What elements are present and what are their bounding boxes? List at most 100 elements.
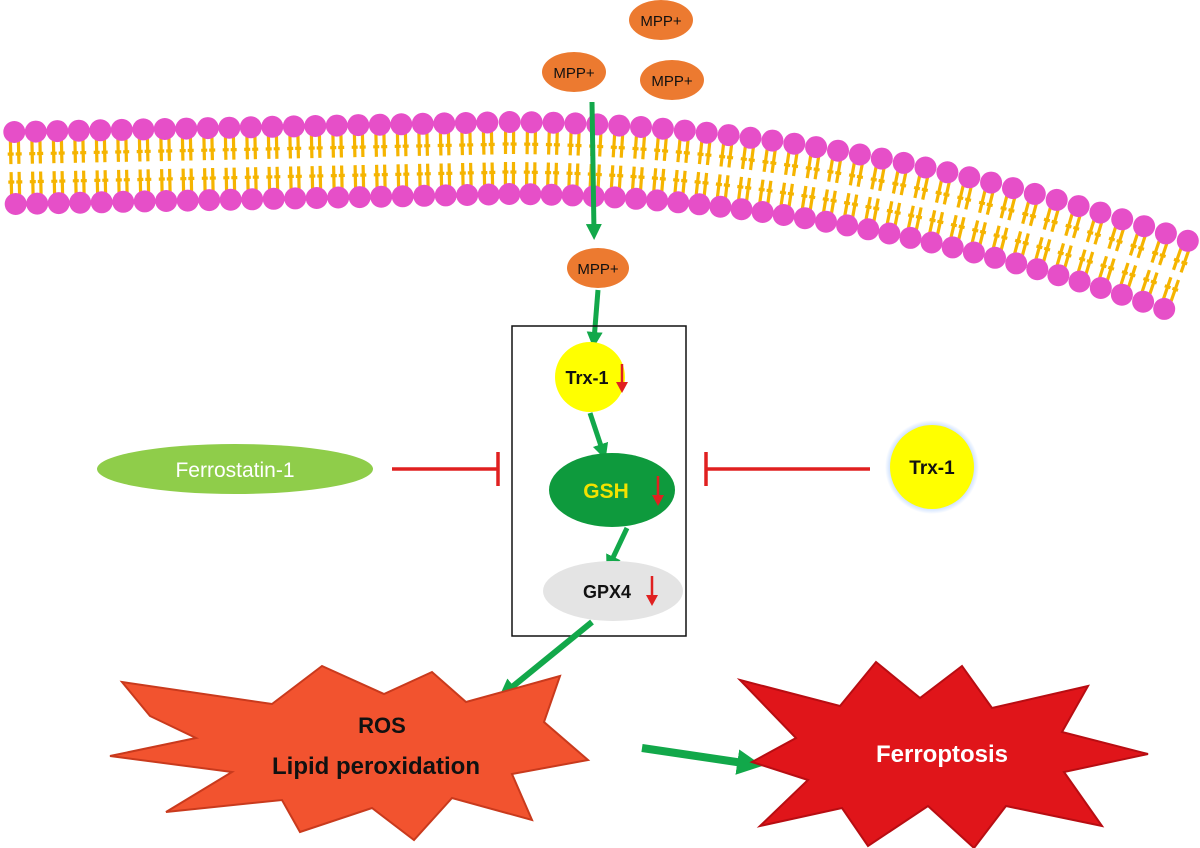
lipid-tail bbox=[403, 132, 408, 157]
lipid-tail bbox=[288, 134, 292, 159]
lipid-tail bbox=[1050, 208, 1060, 233]
lipid-head-inner bbox=[47, 192, 70, 215]
lipid-tail bbox=[461, 162, 465, 188]
lipid-tail-kink bbox=[1121, 270, 1129, 276]
lipid-head-outer bbox=[368, 113, 391, 136]
lipid-head-outer bbox=[1067, 195, 1090, 218]
lipid-tail bbox=[331, 133, 335, 158]
lipid-head-inner bbox=[646, 189, 669, 212]
lipid-head-inner bbox=[815, 210, 837, 233]
lipid-head-outer bbox=[783, 132, 806, 155]
lipid-head-inner bbox=[477, 183, 500, 206]
lipid-tail bbox=[481, 130, 486, 155]
lipid-tail bbox=[978, 189, 987, 214]
lipid-tail bbox=[383, 164, 387, 189]
lipid-head-outer bbox=[218, 116, 241, 139]
lipid-tail bbox=[145, 137, 150, 162]
lipid-tail bbox=[1147, 272, 1159, 296]
lipid-tail bbox=[1062, 245, 1073, 270]
gsh-decrease-arrow-icon bbox=[652, 476, 664, 506]
lipid-tail bbox=[159, 137, 163, 162]
trx1-node: Trx-1 bbox=[555, 342, 628, 412]
lipid-tail-kink bbox=[801, 193, 808, 198]
lipid-tail bbox=[906, 205, 915, 230]
gpx4-decrease-arrow-icon bbox=[646, 576, 658, 606]
lipid-head-outer bbox=[848, 143, 871, 166]
lipid-tail bbox=[770, 148, 777, 174]
lipid-head-inner bbox=[1089, 277, 1112, 299]
lipid-tail-kink bbox=[737, 184, 744, 189]
lipid-tail bbox=[999, 227, 1009, 252]
lipid-tail bbox=[829, 190, 837, 215]
lipid-head-outer bbox=[325, 114, 348, 137]
lipid-tail bbox=[17, 171, 22, 196]
lipid-head-outer bbox=[239, 116, 262, 139]
lipid-head-inner bbox=[984, 246, 1006, 269]
lipid-tail-kink bbox=[766, 188, 773, 193]
lipid-tail bbox=[203, 168, 207, 193]
cell-membrane bbox=[3, 111, 1199, 320]
lipid-tail bbox=[417, 131, 421, 156]
lipid-head-outer bbox=[196, 117, 219, 140]
lipid-tail bbox=[1085, 218, 1096, 243]
lipid-tail bbox=[254, 167, 258, 192]
lipid-tail bbox=[60, 171, 65, 196]
lipid-tail bbox=[1169, 279, 1181, 304]
lipid-peroxidation-label: Lipid peroxidation bbox=[272, 753, 480, 780]
lipid-head-inner bbox=[751, 201, 774, 223]
lipid-tail-kink bbox=[1043, 246, 1051, 252]
lipid-tail bbox=[942, 180, 952, 205]
lipid-head-outer bbox=[67, 119, 90, 142]
mpp-outside-2-label: MPP+ bbox=[553, 65, 595, 82]
lipid-head-inner bbox=[391, 185, 414, 208]
mpp-inside-label: MPP+ bbox=[577, 261, 619, 278]
lipid-tail bbox=[168, 168, 172, 193]
lipid-tail bbox=[1140, 269, 1151, 294]
lipid-tail bbox=[116, 137, 120, 162]
lipid-tail-kink bbox=[813, 167, 820, 172]
lipid-tail bbox=[1012, 230, 1023, 256]
lipid-tail bbox=[211, 167, 215, 193]
lipid-head-outer bbox=[454, 112, 477, 134]
lipid-tail bbox=[1126, 265, 1138, 289]
lipid-tail-kink bbox=[993, 233, 1000, 238]
lipid-tail bbox=[1150, 239, 1162, 264]
lipid-tail bbox=[630, 166, 636, 191]
ferroptosis-label: Ferroptosis bbox=[876, 741, 1008, 768]
lipid-tail bbox=[160, 169, 164, 194]
lipid-tail bbox=[970, 220, 980, 245]
lipid-tail bbox=[266, 134, 271, 159]
lipid-head-outer bbox=[498, 111, 521, 133]
lipid-tail bbox=[758, 179, 765, 204]
lipid-tail bbox=[489, 130, 494, 155]
lipid-tail-kink bbox=[726, 155, 734, 160]
lipid-tail bbox=[31, 171, 35, 196]
lipid-tail bbox=[374, 132, 378, 157]
lipid-tail bbox=[1171, 246, 1183, 271]
lipid-head-outer bbox=[695, 121, 718, 144]
lipid-tail bbox=[740, 144, 748, 170]
lipid-head-outer bbox=[3, 121, 26, 143]
lipid-tail bbox=[1097, 255, 1109, 280]
lipid-tail bbox=[267, 166, 272, 191]
lipid-tail bbox=[935, 211, 945, 236]
lipid-head-inner bbox=[603, 186, 626, 209]
lipid-tail bbox=[1055, 242, 1066, 267]
lipid-tail bbox=[748, 145, 756, 171]
lipid-tail-kink bbox=[787, 191, 795, 196]
lipid-tail bbox=[1136, 234, 1147, 259]
lipid-head-outer bbox=[717, 124, 740, 147]
trx1-inhibitor-node: Trx-1 bbox=[885, 420, 979, 514]
lipid-tail bbox=[964, 185, 973, 210]
lipid-head-inner bbox=[667, 191, 690, 214]
lipid-tail bbox=[723, 175, 730, 200]
lipid-tail bbox=[232, 167, 237, 192]
lipid-tail bbox=[694, 171, 701, 197]
lipid-tail bbox=[332, 165, 336, 190]
lipid-head-outer bbox=[46, 120, 69, 143]
lipid-tail bbox=[396, 164, 401, 189]
lipid-tail bbox=[352, 133, 357, 158]
lipid-tail-kink bbox=[894, 210, 901, 215]
lipid-tail-kink bbox=[1171, 286, 1179, 292]
lipid-head-outer bbox=[892, 151, 915, 174]
